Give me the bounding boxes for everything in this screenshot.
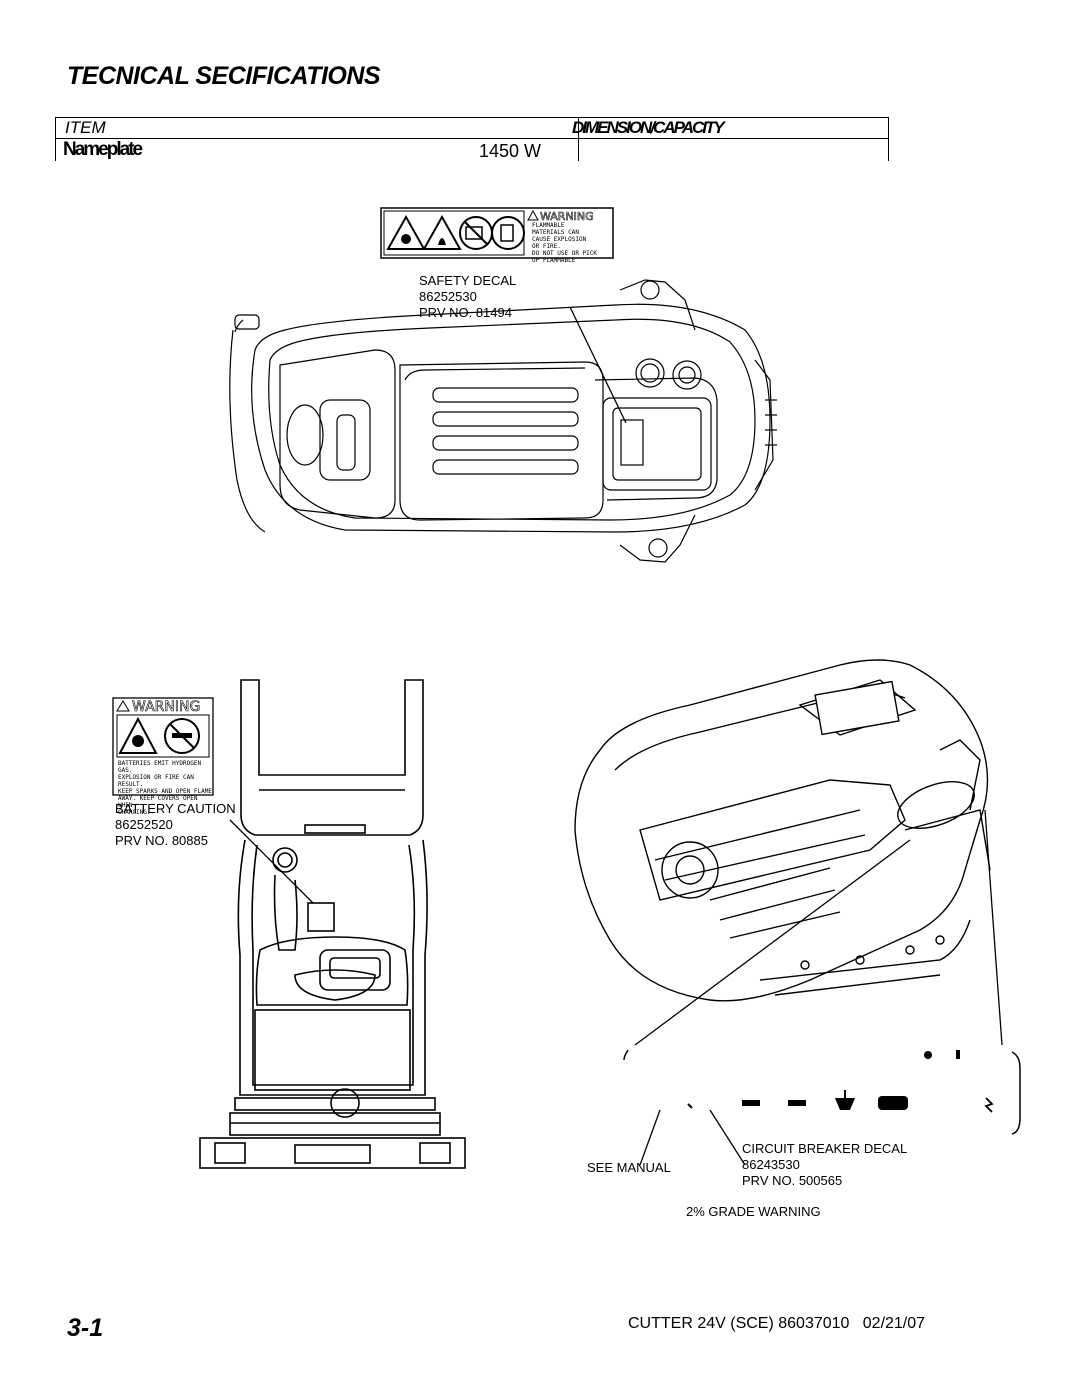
safety-warning-decal: WARNING <box>380 207 614 259</box>
table-divider <box>578 117 579 161</box>
warning-word: WARNING <box>540 210 594 223</box>
table-cell-item: Nameplate <box>63 139 143 160</box>
see-manual-callout: SEE MANUAL <box>587 1160 671 1175</box>
warning-text: FLAMMABLE MATERIALS CAN CAUSE EXPLOSION … <box>532 222 598 264</box>
lightning-icon <box>984 1097 994 1113</box>
no-flammable-icon <box>459 216 493 250</box>
table-divider <box>888 139 889 161</box>
alert-icon <box>527 209 539 221</box>
button-bar-icon <box>788 1100 806 1106</box>
indicator-dot-icon <box>924 1051 932 1059</box>
callout-leader-lines <box>634 809 1003 1046</box>
explosion-icon <box>386 214 426 250</box>
callout-leader-line <box>569 306 627 424</box>
indicator-bar-icon <box>956 1050 960 1059</box>
machine-isometric-drawing <box>574 659 991 1002</box>
warning-word: WARNING <box>132 699 200 715</box>
fire-icon <box>422 214 462 250</box>
brush-icon <box>835 1090 855 1110</box>
machine-rear-view-drawing <box>199 679 466 1169</box>
document-info: CUTTER 24V (SCE) 86037010 02/21/07 <box>628 1315 926 1332</box>
table-divider <box>55 139 56 161</box>
table-header-row <box>55 117 889 139</box>
explosion-icon <box>118 716 158 754</box>
callout-leader-lines <box>639 1109 746 1166</box>
battery-warning-decal: WARNING <box>112 697 214 796</box>
page-title: TECNICAL SECIFICATIONS <box>67 62 381 90</box>
page-number: 3-1 <box>67 1314 104 1342</box>
vacuum-icon <box>878 1096 908 1110</box>
callout-leader-line <box>229 819 326 916</box>
control-panel-decal-strip <box>623 1049 1021 1135</box>
spec-table: ITEM DIMENSION/CAPACITY Nameplate 1450 W <box>55 117 889 161</box>
battery-warning-text: BATTERIES EMIT HYDROGEN GAS. EXPLOSION O… <box>118 760 212 816</box>
button-bar-icon <box>742 1100 760 1106</box>
no-smoking-icon <box>164 718 200 754</box>
battery-caution-callout: BATTERY CAUTION 86252520 PRV NO. 80885 <box>115 801 236 848</box>
column-header-dimension: DIMENSION/CAPACITY <box>572 118 725 137</box>
table-cell-value: 1450 W <box>479 141 542 161</box>
tick-icon <box>687 1103 693 1109</box>
fuel-can-icon <box>491 216 525 250</box>
column-header-item: ITEM <box>65 118 106 137</box>
circuit-breaker-callout: CIRCUIT BREAKER DECAL 86243530 PRV NO. 5… <box>742 1141 908 1188</box>
grade-warning-callout: 2% GRADE WARNING <box>686 1204 821 1219</box>
machine-top-view-drawing <box>229 279 777 563</box>
